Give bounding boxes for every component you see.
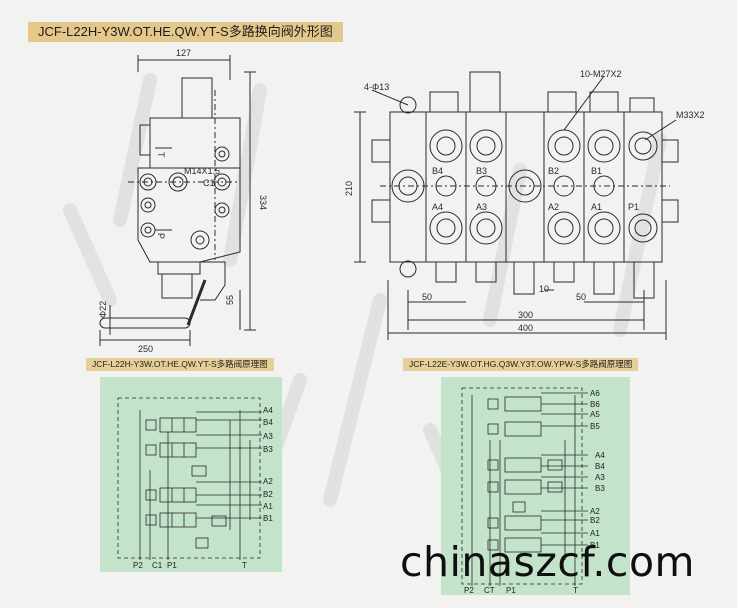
port-a1: A1 <box>591 202 602 212</box>
schematic-right-lines <box>461 387 588 586</box>
dim-m33: M33X2 <box>676 110 705 120</box>
right-label-10: A1 <box>590 529 600 538</box>
front-view <box>354 71 679 340</box>
left-label-2: A3 <box>263 432 273 441</box>
port-a2: A2 <box>548 202 559 212</box>
c1-label: C1 <box>203 178 215 188</box>
schematic-right-title: JCF-L22E-Y3W.OT.HG.Q3W.Y3T.OW.YPW-S多路阀原理… <box>403 358 639 371</box>
right-label-9: B2 <box>590 516 600 525</box>
left-label-0: A4 <box>263 406 273 415</box>
right-label-3: B5 <box>590 422 600 431</box>
schematic-right-panel <box>441 377 630 595</box>
right-label-5: B4 <box>595 462 605 471</box>
dim-phi22: Φ22 <box>98 301 108 318</box>
right-label-2: A5 <box>590 410 600 419</box>
right-bottom-p1: P1 <box>506 586 516 595</box>
thread-label: M14X1.5 <box>184 166 220 176</box>
side-labels: 127 334 250 Φ22 55 T P M14X1.5 C1 <box>98 48 268 354</box>
right-label-4: A4 <box>595 451 605 460</box>
right-bottom-ct: CT <box>484 586 495 595</box>
dim-55: 55 <box>225 295 235 305</box>
dim-50-left: 50 <box>422 292 432 302</box>
port-b2: B2 <box>548 166 559 176</box>
schematic-left-lines <box>117 397 262 560</box>
dim-400: 400 <box>518 323 533 333</box>
right-label-1: B6 <box>590 400 600 409</box>
right-bottom-p2: P2 <box>464 586 474 595</box>
main-title: JCF-L22H-Y3W.OT.HE.QW.YT-S多路换向阀外形图 <box>28 22 343 42</box>
left-label-3: B3 <box>263 445 273 454</box>
schematic-left-panel <box>100 377 282 572</box>
left-bottom-p2: P2 <box>133 561 143 570</box>
website-watermark: chinaszcf.com <box>399 538 695 586</box>
dim-127: 127 <box>176 48 191 58</box>
dim-holes: 4-Φ13 <box>364 82 389 92</box>
dim-300: 300 <box>518 310 533 320</box>
port-b3: B3 <box>476 166 487 176</box>
schematic-right-labels: A6 B6 A5 B5 A4 B4 A3 B3 A2 B2 A1 B1 P2 C… <box>464 389 605 595</box>
port-p-label: P <box>156 233 166 239</box>
side-view <box>99 55 256 346</box>
port-b4: B4 <box>432 166 443 176</box>
port-t-label: T <box>156 152 166 158</box>
schematic-left-title: JCF-L22H-Y3W.OT.HE.QW.YT-S多路阀原理图 <box>86 358 274 371</box>
right-label-11: B1 <box>590 541 600 550</box>
right-label-7: B3 <box>595 484 605 493</box>
dim-10: 10 <box>539 284 549 294</box>
left-label-6: A1 <box>263 502 273 511</box>
schematic-left-labels: A4 B4 A3 B3 A2 B2 A1 B1 P2 C1 P1 T <box>133 406 273 570</box>
right-bottom-t: T <box>573 586 578 595</box>
dim-334: 334 <box>258 195 268 210</box>
right-label-8: A2 <box>590 507 600 516</box>
front-labels: 4-Φ13 10-M27X2 M33X2 210 50 10 50 300 40… <box>344 69 705 333</box>
left-bottom-c1: C1 <box>152 561 163 570</box>
left-bottom-t: T <box>242 561 247 570</box>
right-label-0: A6 <box>590 389 600 398</box>
dim-ports: 10-M27X2 <box>580 69 622 79</box>
left-label-7: B1 <box>263 514 273 523</box>
watermark <box>63 73 667 567</box>
port-b1: B1 <box>591 166 602 176</box>
port-p1: P1 <box>628 202 639 212</box>
right-label-6: A3 <box>595 473 605 482</box>
left-label-1: B4 <box>263 418 273 427</box>
dim-210: 210 <box>344 181 354 196</box>
port-a3: A3 <box>476 202 487 212</box>
port-a4: A4 <box>432 202 443 212</box>
left-bottom-p1: P1 <box>167 561 177 570</box>
left-label-4: A2 <box>263 477 273 486</box>
dim-50-right: 50 <box>576 292 586 302</box>
left-label-5: B2 <box>263 490 273 499</box>
dim-250: 250 <box>138 344 153 354</box>
